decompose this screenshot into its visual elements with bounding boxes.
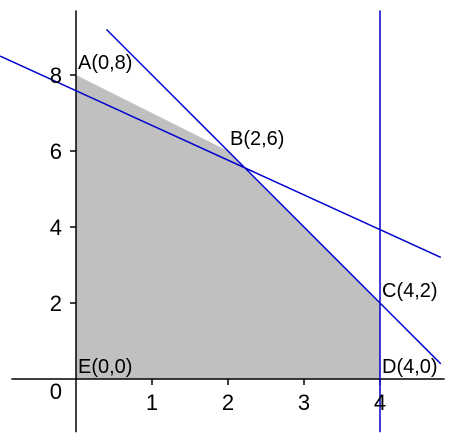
feasible-region xyxy=(76,75,380,379)
vertex-label-C: C(4,2) xyxy=(382,280,438,302)
constraint-lines-layer xyxy=(0,10,442,433)
constraint-line-bc xyxy=(105,28,442,365)
y-tick-label-6: 6 xyxy=(50,139,62,164)
x-tick-label-1: 1 xyxy=(146,390,158,415)
vertex-label-E: E(0,0) xyxy=(78,356,132,378)
y-tick-label-8: 8 xyxy=(50,63,62,88)
vertex-label-A: A(0,8) xyxy=(78,52,132,74)
y-tick-label-2: 2 xyxy=(50,291,62,316)
origin-label: 0 xyxy=(50,379,62,404)
vertex-label-B: B(2,6) xyxy=(230,128,284,150)
feasible-region-layer xyxy=(76,75,380,379)
vertex-label-D: D(4,0) xyxy=(382,356,438,378)
y-tick-label-4: 4 xyxy=(50,215,62,240)
x-tick-label-4: 4 xyxy=(374,390,386,415)
x-tick-label-2: 2 xyxy=(222,390,234,415)
labels-layer: 1 2 3 4 2 4 6 8 0 A(0,8) B(2,6) C(4,2) D(4,0) E(0,0) xyxy=(50,52,438,415)
constraint-line-ab xyxy=(0,55,442,259)
x-tick-label-3: 3 xyxy=(298,390,310,415)
